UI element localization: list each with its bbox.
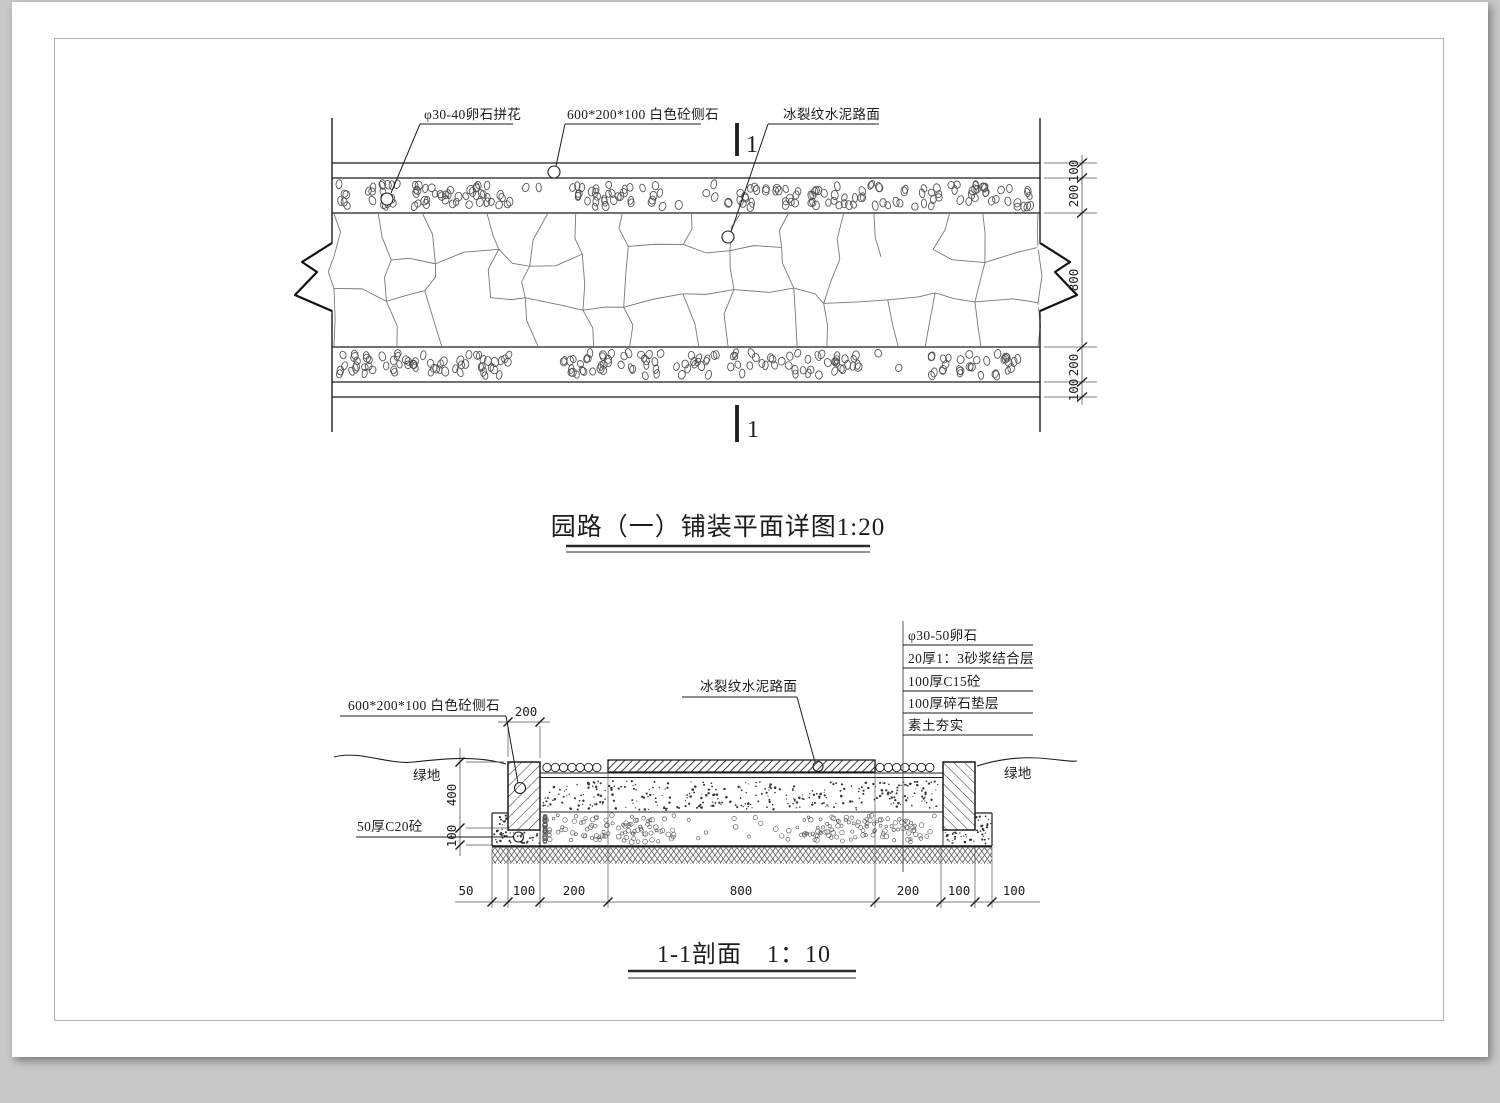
plan-callout-pavement-label: 冰裂纹水泥路面 (783, 107, 880, 122)
section-dim-top-200: 200 (515, 704, 538, 719)
plan-pebble-band-bottom (335, 348, 1022, 381)
section-callout-sidestone-label: 600*200*100 白色砼侧石 (348, 697, 500, 713)
section-dim-b-100b: 100 (948, 883, 971, 898)
plan-break-symbols (288, 237, 1084, 317)
section-layer-label-pebble: φ30-50卵石 (908, 628, 978, 643)
plan-border-lines (331, 118, 1041, 432)
plan-dim-800: 800 (1066, 269, 1081, 292)
section-dim-b-100c: 100 (1003, 883, 1026, 898)
drawing-border-frame (54, 38, 1444, 1021)
section-extension-lines (491, 621, 993, 908)
section-dim-b-800: 800 (730, 883, 753, 898)
section-green-right-label: 绿地 (1004, 766, 1032, 781)
section-dim-100-left: 100 (444, 825, 459, 848)
section-view: 绿地 绿地 600*200*100 白色砼侧石 50厚C20砼 冰裂纹水泥路面 … (333, 621, 1078, 979)
section-callout-leader-lines (340, 696, 824, 843)
section-dim-b-200b: 200 (897, 883, 920, 898)
section-dim-b-50: 50 (458, 883, 473, 898)
plan-dimension-lines (1044, 155, 1097, 405)
plan-title: 园路（一）铺装平面详图1:20 (551, 513, 885, 541)
plan-dim-200-top: 200 (1066, 185, 1081, 208)
section-dim-400: 400 (444, 784, 459, 807)
section-pebble-rows (542, 762, 935, 773)
plan-view: φ30-40卵石拼花 600*200*100 白色砼侧石 冰裂纹水泥路面 1 1… (288, 106, 1097, 553)
plan-section-marker-bottom-label: 1 (747, 417, 759, 443)
section-layer-label-c15: 100厚C15砼 (908, 674, 981, 689)
section-callout-c20-label: 50厚C20砼 (357, 819, 423, 834)
section-right-curb (942, 761, 976, 831)
section-green-left-label: 绿地 (413, 768, 441, 783)
plan-dim-100-bottom: 100 (1066, 379, 1081, 402)
section-dim-b-100a: 100 (513, 883, 536, 898)
plan-callout-pebble-label: φ30-40卵石拼花 (424, 107, 521, 122)
plan-dim-200-bottom: 200 (1066, 354, 1081, 377)
plan-callout-sidestone-label: 600*200*100 白色砼侧石 (567, 106, 719, 122)
section-layer-label-soil: 素土夯实 (908, 718, 964, 733)
section-compacted-soil-hatch (492, 847, 992, 863)
section-dim-b-200a: 200 (563, 883, 586, 898)
section-ground-lines (333, 754, 1078, 767)
section-left-curb (507, 761, 541, 831)
section-callout-pavement-label: 冰裂纹水泥路面 (700, 679, 797, 694)
section-concrete-dots (493, 780, 992, 845)
section-layer-callout-stack (903, 644, 1033, 736)
section-gravel-texture (542, 812, 937, 845)
plan-callout-leader-lines (380, 123, 879, 244)
section-dimension-lines (455, 717, 1040, 907)
plan-pebble-band-top (335, 179, 1035, 212)
section-layer-label-mortar: 20厚1：3砂浆结合层 (908, 651, 1034, 666)
plan-section-marker-top-label: 1 (746, 132, 758, 158)
section-pavement-slab (607, 759, 876, 773)
section-layer-label-gravel: 100厚碎石垫层 (908, 696, 999, 711)
plan-dim-100-top: 100 (1066, 160, 1081, 183)
section-title: 1-1剖面 1：10 (657, 941, 831, 968)
plan-ice-crack-pattern (327, 213, 1043, 347)
